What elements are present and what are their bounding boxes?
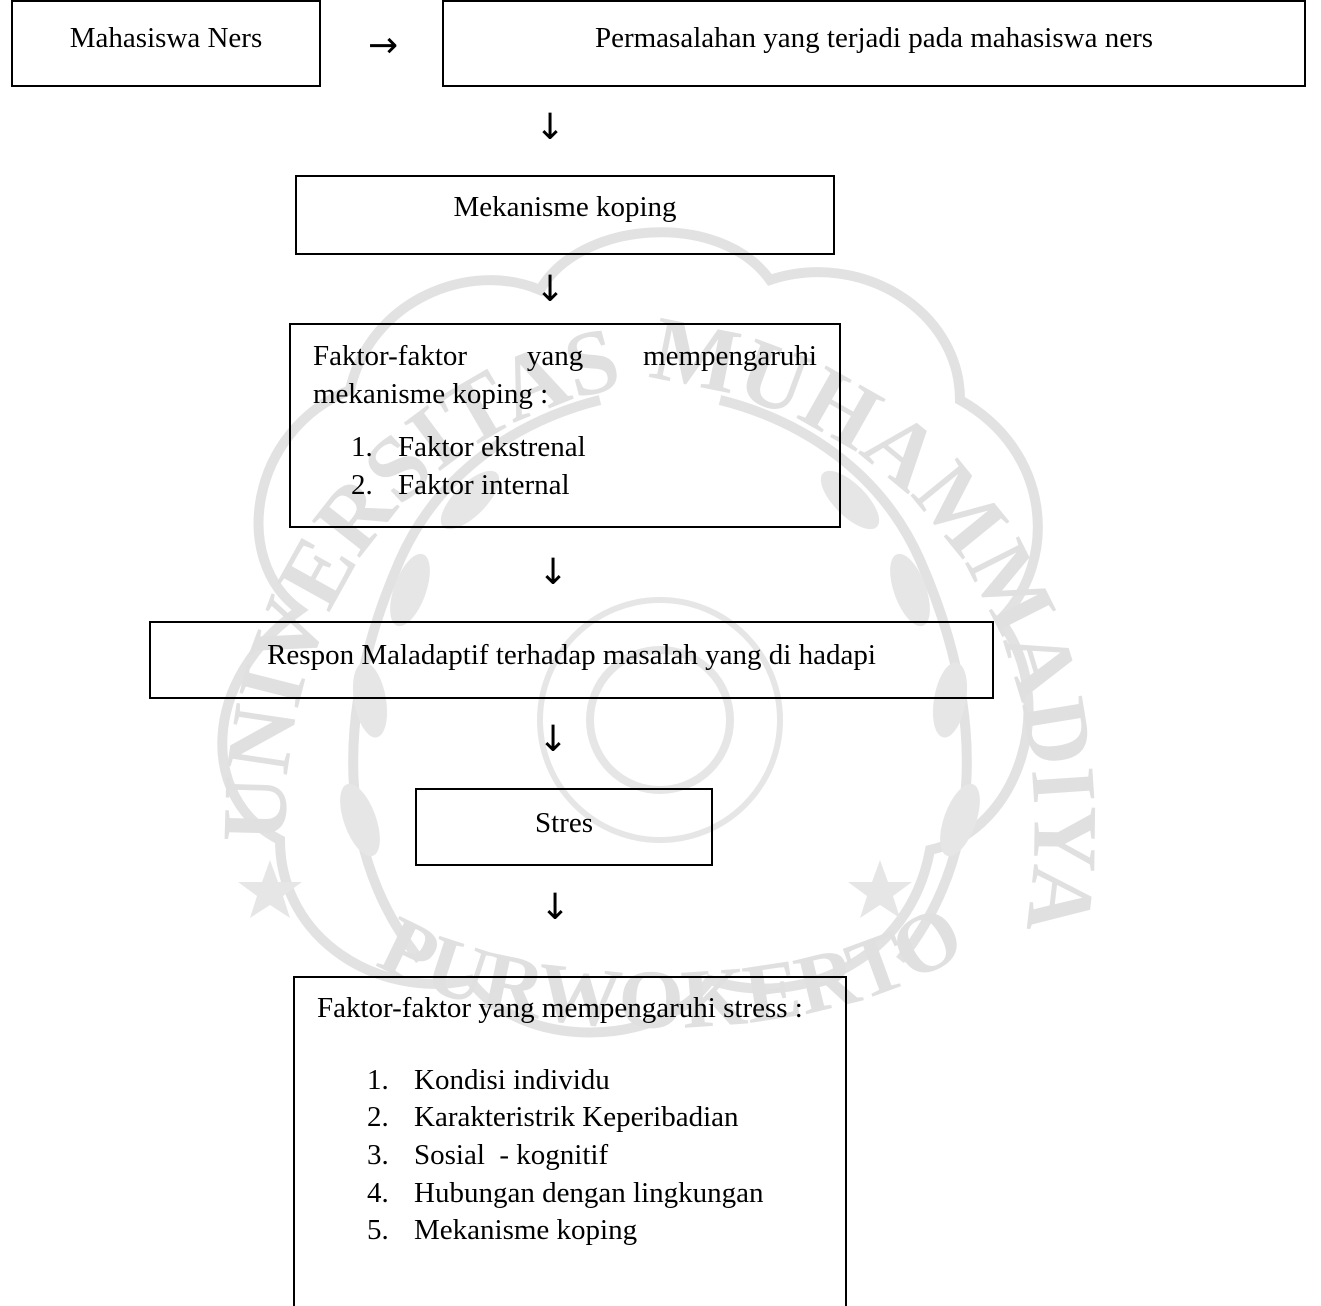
- box-respon-maladaptif: Respon Maladaptif terhadap masalah yang …: [149, 621, 994, 699]
- faktor-stress-intro: Faktor-faktor yang mempengaruhi stress :: [317, 992, 803, 1024]
- faktor-koping-list: 1. Faktor ekstrenal 2. Faktor internal: [313, 429, 817, 504]
- box-permasalahan: Permasalahan yang terjadi pada mahasiswa…: [442, 0, 1306, 87]
- arrow-down-icon: ↓: [535, 269, 566, 310]
- list-item: 1. Faktor ekstrenal: [351, 431, 586, 464]
- box-faktor-koping: Faktor-faktor yang mempengaruhi mekanism…: [289, 323, 841, 528]
- laurel-leaf: [890, 553, 930, 627]
- faktor-koping-intro: Faktor-faktor yang mempengaruhi mekanism…: [313, 340, 817, 410]
- arrow-down-icon: ↓: [540, 887, 571, 928]
- list-item: 1. Kondisi individu: [367, 1063, 610, 1096]
- arrow-down-icon: ↓: [538, 552, 569, 593]
- list-item: 4. Hubungan dengan lingkungan: [367, 1176, 764, 1209]
- box-faktor-stress: Faktor-faktor yang mempengaruhi stress :…: [293, 976, 847, 1306]
- box-permasalahan-label: Permasalahan yang terjadi pada mahasiswa…: [594, 22, 1154, 54]
- list-item: 2. Karakteristrik Keperibadian: [367, 1101, 739, 1134]
- faktor-stress-list: 1. Kondisi individu 2. Karakteristrik Ke…: [317, 1062, 823, 1250]
- laurel-leaf: [340, 783, 380, 857]
- star-left-icon: [238, 860, 302, 918]
- list-item: 5. Mekanisme koping: [367, 1214, 638, 1247]
- box-stres-label: Stres: [535, 807, 593, 839]
- list-item: 2. Faktor internal: [351, 469, 570, 502]
- box-mahasiswa-label: Mahasiswa Ners: [69, 22, 263, 54]
- box-stres: Stres: [415, 788, 713, 866]
- box-mekanisme-label: Mekanisme koping: [453, 191, 677, 223]
- star-right-icon: [848, 860, 912, 918]
- arrow-right-icon: →: [368, 25, 399, 66]
- laurel-leaf: [390, 553, 430, 627]
- box-mekanisme-koping: Mekanisme koping: [295, 175, 835, 255]
- box-mahasiswa-ners: Mahasiswa Ners: [11, 0, 321, 87]
- list-item: 3. Sosial - kognitif: [367, 1139, 609, 1172]
- box-respon-label: Respon Maladaptif terhadap masalah yang …: [267, 639, 876, 671]
- laurel-leaf: [940, 783, 980, 857]
- arrow-down-icon: ↓: [538, 719, 569, 760]
- arrow-down-icon: ↓: [535, 107, 566, 148]
